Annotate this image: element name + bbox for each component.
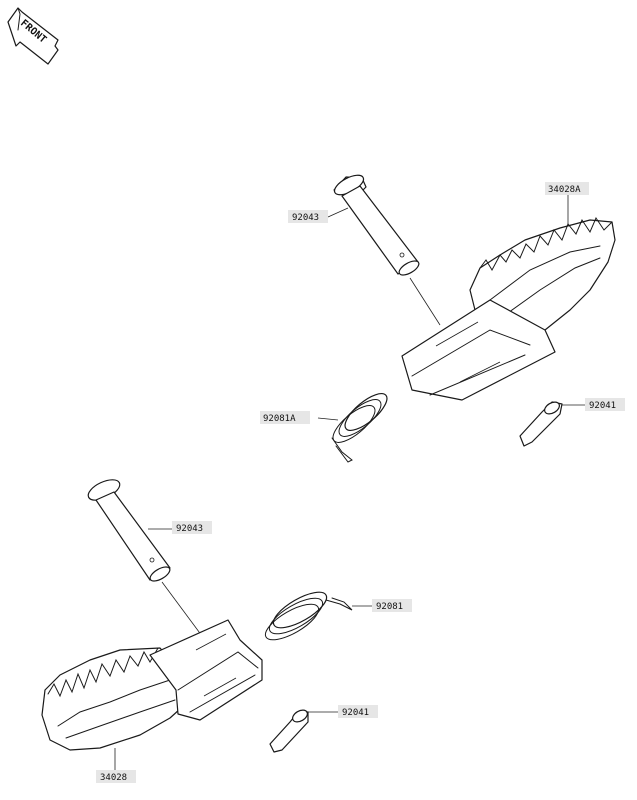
front-direction-marker: FRONT — [7, 7, 59, 65]
pin-upper — [333, 174, 420, 276]
callout-label-pin-upper: 92043 — [292, 213, 319, 223]
callout-label-spring-lower: 92081 — [376, 602, 403, 612]
footpeg-left — [41, 619, 263, 751]
callout-label-footpeg-right: 34028A — [548, 185, 581, 195]
leader-pin-lower-to-footpeg — [161, 581, 206, 641]
callout-footpeg-left: 34028 — [96, 748, 136, 783]
callout-spring-lower: 92081 — [352, 599, 412, 612]
callout-pin-lower: 92043 — [148, 521, 212, 534]
callout-clip-lower: 92041 — [306, 705, 378, 718]
spring-upper — [331, 393, 388, 463]
callout-label-footpeg-left: 34028 — [100, 773, 127, 783]
clip-upper — [519, 401, 563, 447]
callout-pin-upper: 92043 — [288, 207, 349, 223]
pin-lower — [87, 479, 171, 582]
callout-clip-upper: 92041 — [562, 398, 625, 411]
callout-footpeg-right: 34028A — [545, 182, 589, 225]
clip-lower — [269, 709, 309, 753]
callout-spring-upper: 92081A — [260, 411, 339, 424]
callout-label-clip-upper: 92041 — [589, 401, 616, 411]
spring-lower — [264, 591, 353, 641]
callout-label-clip-lower: 92041 — [342, 708, 369, 718]
callout-label-pin-lower: 92043 — [176, 524, 203, 534]
leader-pin-upper-to-footpeg — [409, 277, 441, 326]
footpeg-right — [401, 216, 616, 401]
callout-label-spring-upper: 92081A — [263, 414, 296, 424]
